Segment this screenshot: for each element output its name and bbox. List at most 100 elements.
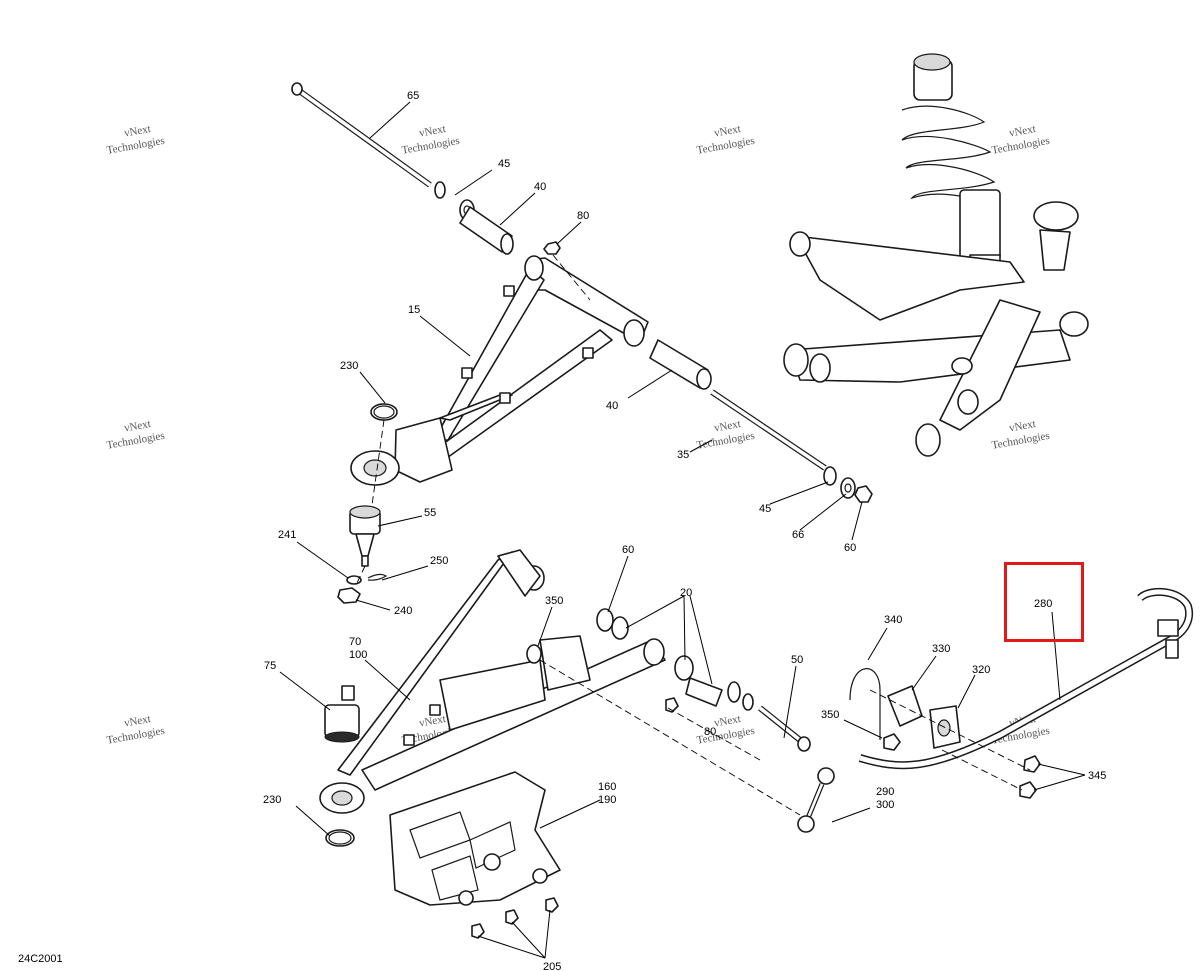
bushing-bracket (887, 685, 923, 727)
callout-15: 15 (408, 304, 420, 316)
callout-350: 350 (821, 709, 839, 721)
callout-190: 190 (598, 794, 616, 806)
callout-70: 70 (349, 636, 361, 648)
watermark: vNext Technologies (696, 418, 756, 452)
retaining-ring-inner (373, 405, 395, 419)
callout-80: 80 (577, 210, 589, 222)
leader-lines (279, 101, 1086, 959)
watermark: vNext Technologies (401, 123, 461, 157)
watermark-line1: vNext (713, 418, 742, 434)
upper-bushing (459, 206, 514, 255)
callout-320: 320 (972, 664, 990, 676)
lower-front-bushing (596, 608, 629, 640)
cotter-pin (367, 573, 388, 581)
callout-280: 280 (1034, 598, 1052, 610)
callout-300: 300 (876, 799, 894, 811)
callout-80: 80 (704, 726, 716, 738)
callout-230: 230 (340, 360, 358, 372)
assembled-suspension-view (783, 53, 1089, 457)
callout-240: 240 (394, 605, 412, 617)
callout-66: 66 (792, 529, 804, 541)
callout-290: 290 (876, 786, 894, 798)
figure-code: 24C2001 (18, 953, 63, 965)
nut (883, 733, 901, 751)
sway-bar (858, 587, 1193, 770)
watermark-line1: vNext (713, 713, 742, 729)
callout-50: 50 (791, 654, 803, 666)
lower-rear-bushing (674, 655, 754, 711)
nut (1023, 755, 1041, 773)
castle-nut (337, 587, 361, 604)
watermark-line1: vNext (713, 123, 742, 139)
callout-205: 205 (543, 961, 561, 971)
nut (1019, 781, 1037, 799)
watermark-line2: Technologies (106, 135, 166, 157)
watermark: vNext Technologies (696, 123, 756, 157)
upper-ball-joint (349, 505, 381, 567)
watermark: vNext Technologies (106, 123, 166, 157)
watermark: vNext Technologies (106, 713, 166, 747)
callout-40: 40 (534, 181, 546, 193)
watermark-line1: vNext (123, 418, 152, 434)
upper-rear-bushing (649, 339, 712, 390)
watermark-line2: Technologies (991, 430, 1051, 452)
retaining-ring-inner (328, 831, 352, 845)
nut (854, 485, 873, 503)
callout-75: 75 (264, 660, 276, 672)
callout-60: 60 (622, 544, 634, 556)
callout-340: 340 (884, 614, 902, 626)
washer (346, 575, 362, 585)
upper-pivot-bolt (291, 82, 432, 188)
callout-230: 230 (263, 794, 281, 806)
watermark-line1: vNext (1008, 418, 1037, 434)
washer (434, 181, 446, 199)
callout-60: 60 (844, 542, 856, 554)
upper-a-arm (350, 255, 649, 486)
nut (543, 241, 561, 255)
lower-a-arm (319, 549, 666, 814)
sway-bar-end-link-upper (1157, 619, 1179, 659)
watermark-line2: Technologies (991, 135, 1051, 157)
watermark-line1: vNext (418, 123, 447, 139)
coil-spring (901, 105, 1001, 211)
callout-160: 160 (598, 781, 616, 793)
skid-plate (389, 771, 561, 906)
callout-345: 345 (1088, 770, 1106, 782)
u-bolt (849, 668, 881, 740)
watermark: vNext Technologies (991, 123, 1051, 157)
callout-45: 45 (759, 503, 771, 515)
upper-rear-bolt (710, 389, 827, 471)
callout-100: 100 (349, 649, 367, 661)
watermark-line2: Technologies (106, 725, 166, 747)
callout-350: 350 (545, 595, 563, 607)
watermark-line2: Technologies (696, 135, 756, 157)
callout-55: 55 (424, 507, 436, 519)
callout-250: 250 (430, 555, 448, 567)
watermark: vNext Technologies (991, 418, 1051, 452)
callout-65: 65 (407, 90, 419, 102)
callout-20: 20 (680, 587, 692, 599)
callout-45: 45 (498, 158, 510, 170)
washer-hole (844, 483, 852, 493)
callout-241: 241 (278, 529, 296, 541)
watermark: vNext Technologies (696, 713, 756, 747)
skid-plate-bolts (471, 897, 559, 939)
watermark-line2: Technologies (696, 430, 756, 452)
callout-330: 330 (932, 643, 950, 655)
selected-part-highlight (1004, 562, 1084, 642)
callout-labels: 65 45 40 80 15 230 40 35 45 66 60 55 241… (263, 90, 1106, 971)
washer (823, 466, 837, 486)
sway-bar-link (797, 767, 835, 833)
watermark-line1: vNext (418, 713, 447, 729)
washer (840, 477, 856, 499)
watermark-line1: vNext (1008, 123, 1037, 139)
lower-ball-joint (324, 685, 360, 743)
callout-35: 35 (677, 449, 689, 461)
watermark-line1: vNext (123, 123, 152, 139)
nut (526, 644, 542, 664)
lower-rear-bolt (758, 705, 811, 752)
watermark: vNext Technologies (106, 418, 166, 452)
watermark-line2: Technologies (106, 430, 166, 452)
assembly-dash-lines (355, 254, 1031, 816)
